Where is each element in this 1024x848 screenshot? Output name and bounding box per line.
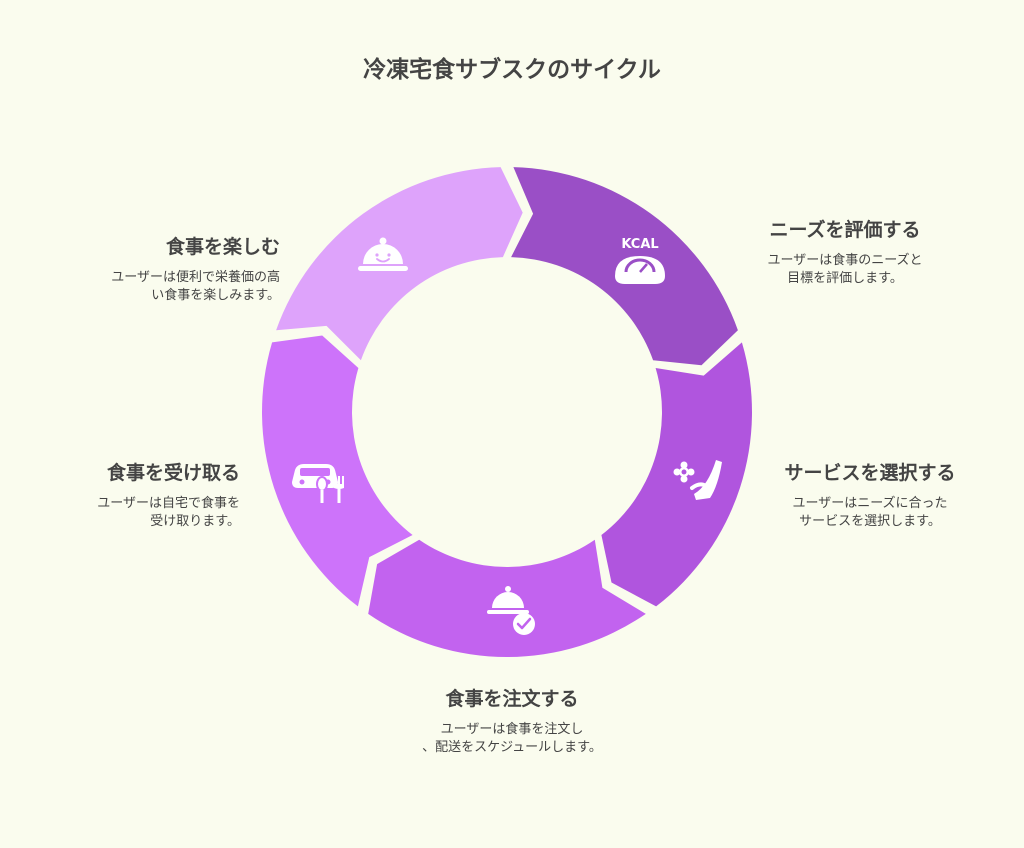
hand-flower-icon — [673, 460, 722, 500]
step-order-meal: 食事を注文する ユーザーは食事を注文し 、配送をスケジュールします。 — [372, 684, 652, 757]
step-description: ユーザーは自宅で食事を 受け取ります。 — [97, 496, 240, 529]
step-description: ユーザーは食事のニーズと 目標を評価します。 — [767, 253, 923, 286]
step-heading: 食事を注文する — [445, 688, 579, 710]
step-description: ユーザーは便利で栄養価の高 い食事を楽しみます。 — [111, 270, 280, 303]
step-assess-needs: ニーズを評価する ユーザーは食事のニーズと 目標を評価します。 — [740, 215, 950, 288]
step-description: ユーザーは食事を注文し 、配送をスケジュールします。 — [422, 722, 602, 755]
step-select-service: サービスを選択する ユーザーはニーズに合った サービスを選択します。 — [760, 458, 980, 531]
kcal-scale-icon: KCAL — [615, 237, 665, 284]
step-heading: 食事を楽しむ — [165, 236, 280, 258]
step-description: ユーザーはニーズに合った サービスを選択します。 — [792, 496, 948, 529]
step-heading: サービスを選択する — [784, 462, 956, 484]
diagram-title: 冷凍宅食サブスクのサイクル — [363, 57, 661, 83]
step-receive-meal: 食事を受け取る ユーザーは自宅で食事を 受け取ります。 — [30, 458, 240, 531]
segment-receive-meal — [262, 335, 413, 607]
step-heading: ニーズを評価する — [769, 219, 921, 241]
smiling-cloche-icon — [358, 237, 408, 271]
step-enjoy-meal: 食事を楽しむ ユーザーは便利で栄養価の高 い食事を楽しみます。 — [40, 232, 280, 305]
cloche-check-icon — [487, 586, 535, 635]
step-heading: 食事を受け取る — [106, 462, 240, 484]
kcal-label: KCAL — [621, 237, 658, 252]
car-utensils-icon — [292, 464, 344, 503]
